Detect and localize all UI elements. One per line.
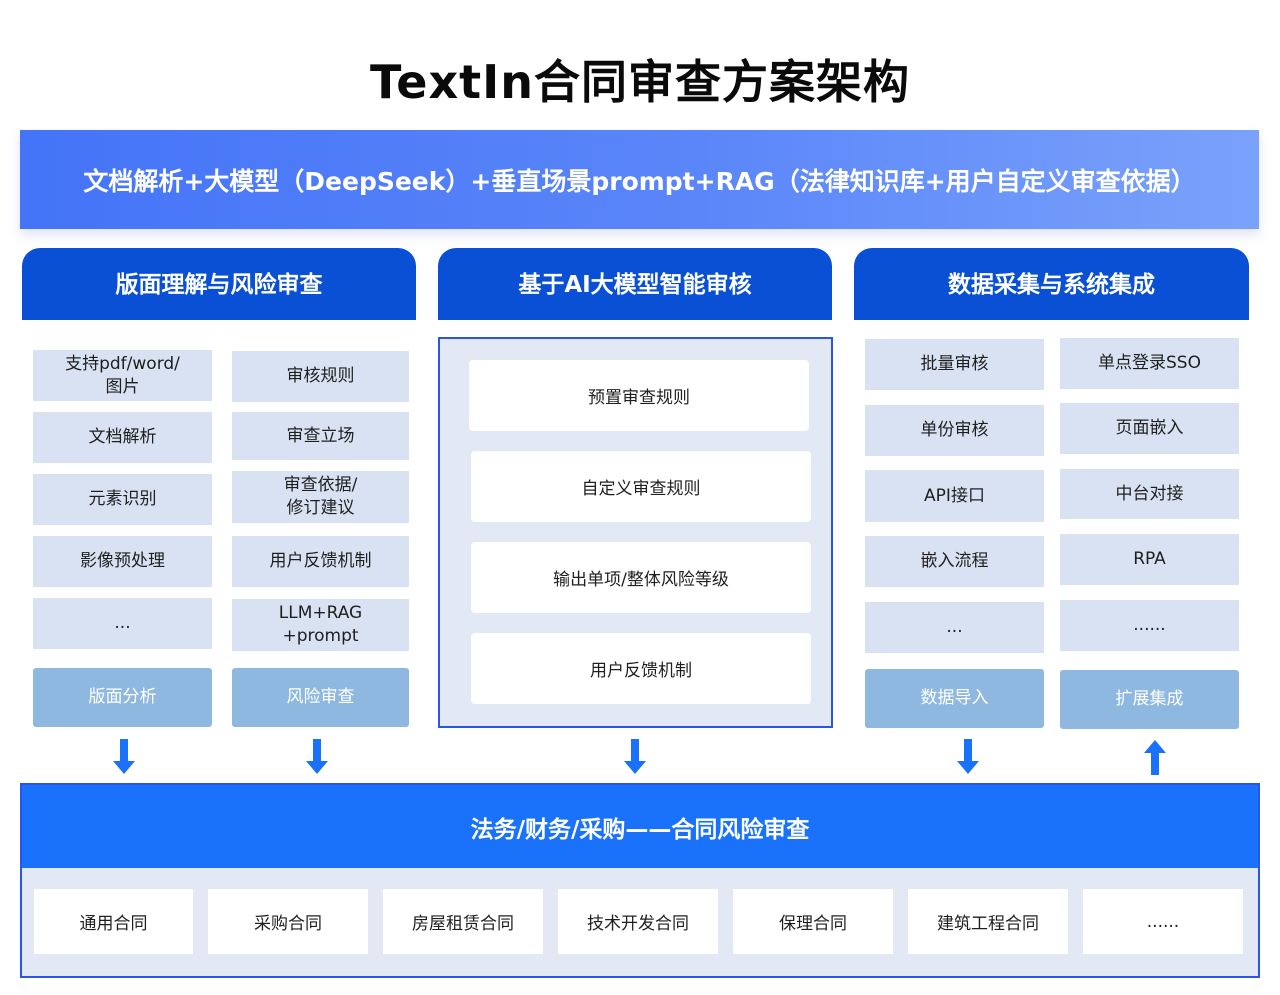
tech-stack-banner: 文档解析+大模型（DeepSeek）+垂直场景prompt+RAG（法律知识库+…	[20, 130, 1259, 229]
contract-type: 房屋租赁合同	[383, 889, 543, 954]
contract-type: 保理合同	[733, 889, 893, 954]
layout-item: ...	[33, 598, 212, 649]
ai-review-panel: 预置审查规则 自定义审查规则 输出单项/整体风险等级 用户反馈机制	[438, 337, 833, 728]
extension-item: 中台对接	[1060, 469, 1239, 519]
contract-risk-panel: 法务/财务/采购——合同风险审查 通用合同 采购合同 房屋租赁合同 技术开发合同…	[20, 783, 1260, 978]
contract-type: 通用合同	[34, 889, 193, 954]
layout-analysis-summary: 版面分析	[33, 668, 212, 727]
ai-review-item: 输出单项/整体风险等级	[471, 542, 811, 613]
extension-item: 单点登录SSO	[1060, 338, 1239, 389]
column-header-integration: 数据采集与系统集成	[854, 248, 1249, 320]
contract-type: 技术开发合同	[558, 889, 718, 954]
extension-item: RPA	[1060, 534, 1239, 585]
layout-item: 支持pdf/word/ 图片	[33, 350, 212, 401]
layout-item: 影像预处理	[33, 536, 212, 587]
risk-item: 审查立场	[232, 412, 409, 460]
risk-item: LLM+RAG +prompt	[232, 599, 409, 651]
arrow-down-icon	[624, 739, 646, 774]
contract-type: 采购合同	[208, 889, 368, 954]
arrow-down-icon	[113, 739, 135, 774]
integration-item: 嵌入流程	[865, 536, 1044, 587]
extension-summary: 扩展集成	[1060, 670, 1239, 729]
risk-item: 审查依据/ 修订建议	[232, 471, 409, 523]
ai-review-item: 预置审查规则	[469, 360, 809, 431]
layout-item: 文档解析	[33, 412, 212, 463]
layout-item: 元素识别	[33, 474, 212, 525]
ai-review-item: 用户反馈机制	[471, 633, 811, 704]
integration-item: 单份审核	[865, 405, 1044, 456]
arrow-down-icon	[306, 739, 328, 774]
risk-review-summary: 风险审查	[232, 668, 409, 727]
contract-type: ......	[1083, 889, 1243, 954]
risk-item: 审核规则	[232, 351, 409, 402]
bottom-header: 法务/财务/采购——合同风险审查	[22, 785, 1258, 868]
column-header-ai: 基于AI大模型智能审核	[438, 248, 832, 320]
arrow-up-icon	[1144, 740, 1166, 775]
integration-item: API接口	[865, 470, 1044, 522]
contract-type: 建筑工程合同	[908, 889, 1068, 954]
arrow-down-icon	[957, 739, 979, 774]
risk-item: 用户反馈机制	[232, 536, 409, 587]
diagram-title: TextIn合同审查方案架构	[370, 55, 910, 109]
ai-review-item: 自定义审查规则	[471, 451, 811, 522]
integration-item: 批量审核	[865, 339, 1044, 390]
extension-item: 页面嵌入	[1060, 403, 1239, 454]
extension-item: ......	[1060, 600, 1239, 651]
data-import-summary: 数据导入	[865, 669, 1044, 728]
integration-item: ...	[865, 602, 1044, 653]
column-header-layout: 版面理解与风险审查	[22, 248, 416, 320]
